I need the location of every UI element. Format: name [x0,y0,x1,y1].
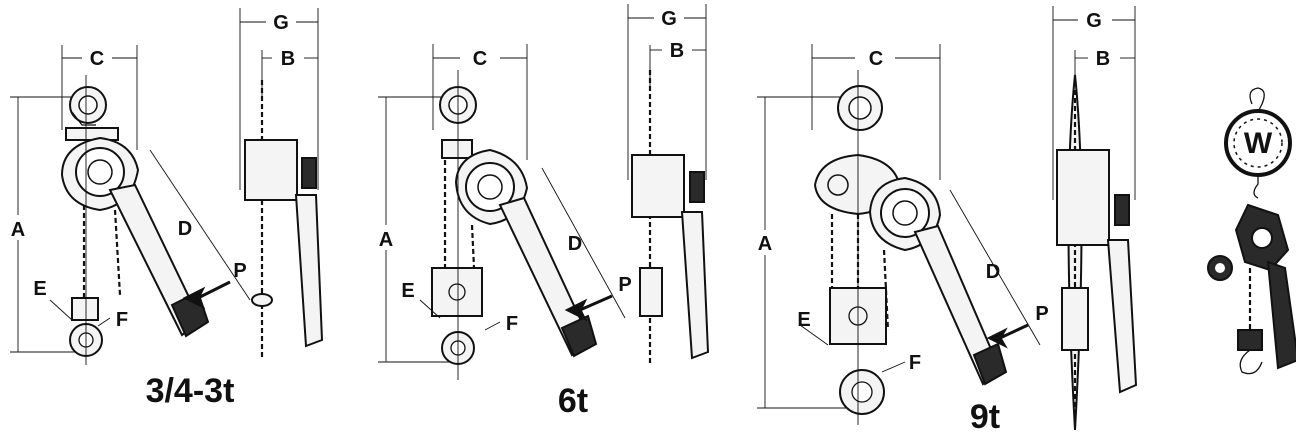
label-c-large: C [869,48,883,70]
hoist-medium-front-view [378,44,626,380]
label-b-small: B [281,48,295,70]
arrow-icon [986,323,1029,349]
label-g-medium: G [661,8,677,30]
arrow-icon [564,294,613,322]
label-a-small: A [11,219,25,241]
weight-scale-icon: W [1224,87,1292,199]
label-f-large: F [909,352,921,374]
label-p-large: P [1035,303,1048,325]
label-b-medium: B [670,40,684,62]
hoist-medium-side-view [627,4,710,365]
label-g-small: G [273,12,289,34]
hoist-small-side-view [239,8,324,360]
label-f-medium: F [506,313,518,335]
dimension-labels: C A D P E F G B C A D P E F G B C A D P … [11,8,1110,374]
label-a-medium: A [379,229,393,251]
weight-symbol: W [1244,127,1273,160]
label-p-medium: P [618,274,631,296]
caption-small: 3/4-3t [146,372,235,410]
label-a-large: A [758,233,772,255]
label-d-large: D [986,261,1000,283]
label-b-large: B [1096,48,1110,70]
arrow-icon [182,280,231,310]
hook-icon [1249,87,1265,113]
label-f-small: F [116,309,128,331]
label-e-medium: E [401,280,414,302]
label-c-small: C [90,48,104,70]
capacity-captions: 3/4-3t 6t 9t [146,372,1001,436]
hoist-large-front-view [757,44,1041,425]
hoist-small-front-view [10,45,251,365]
caption-large: 9t [970,398,1000,436]
label-c-medium: C [473,48,487,70]
label-e-small: E [33,278,46,300]
label-e-large: E [797,309,810,331]
hoist-large-side-view [1052,6,1138,431]
label-d-small: D [178,218,192,240]
caption-medium: 6t [558,382,588,420]
label-d-medium: D [568,233,582,255]
label-p-small: P [233,260,246,282]
label-g-large: G [1086,10,1102,32]
lever-hoist-icon [1207,203,1296,375]
